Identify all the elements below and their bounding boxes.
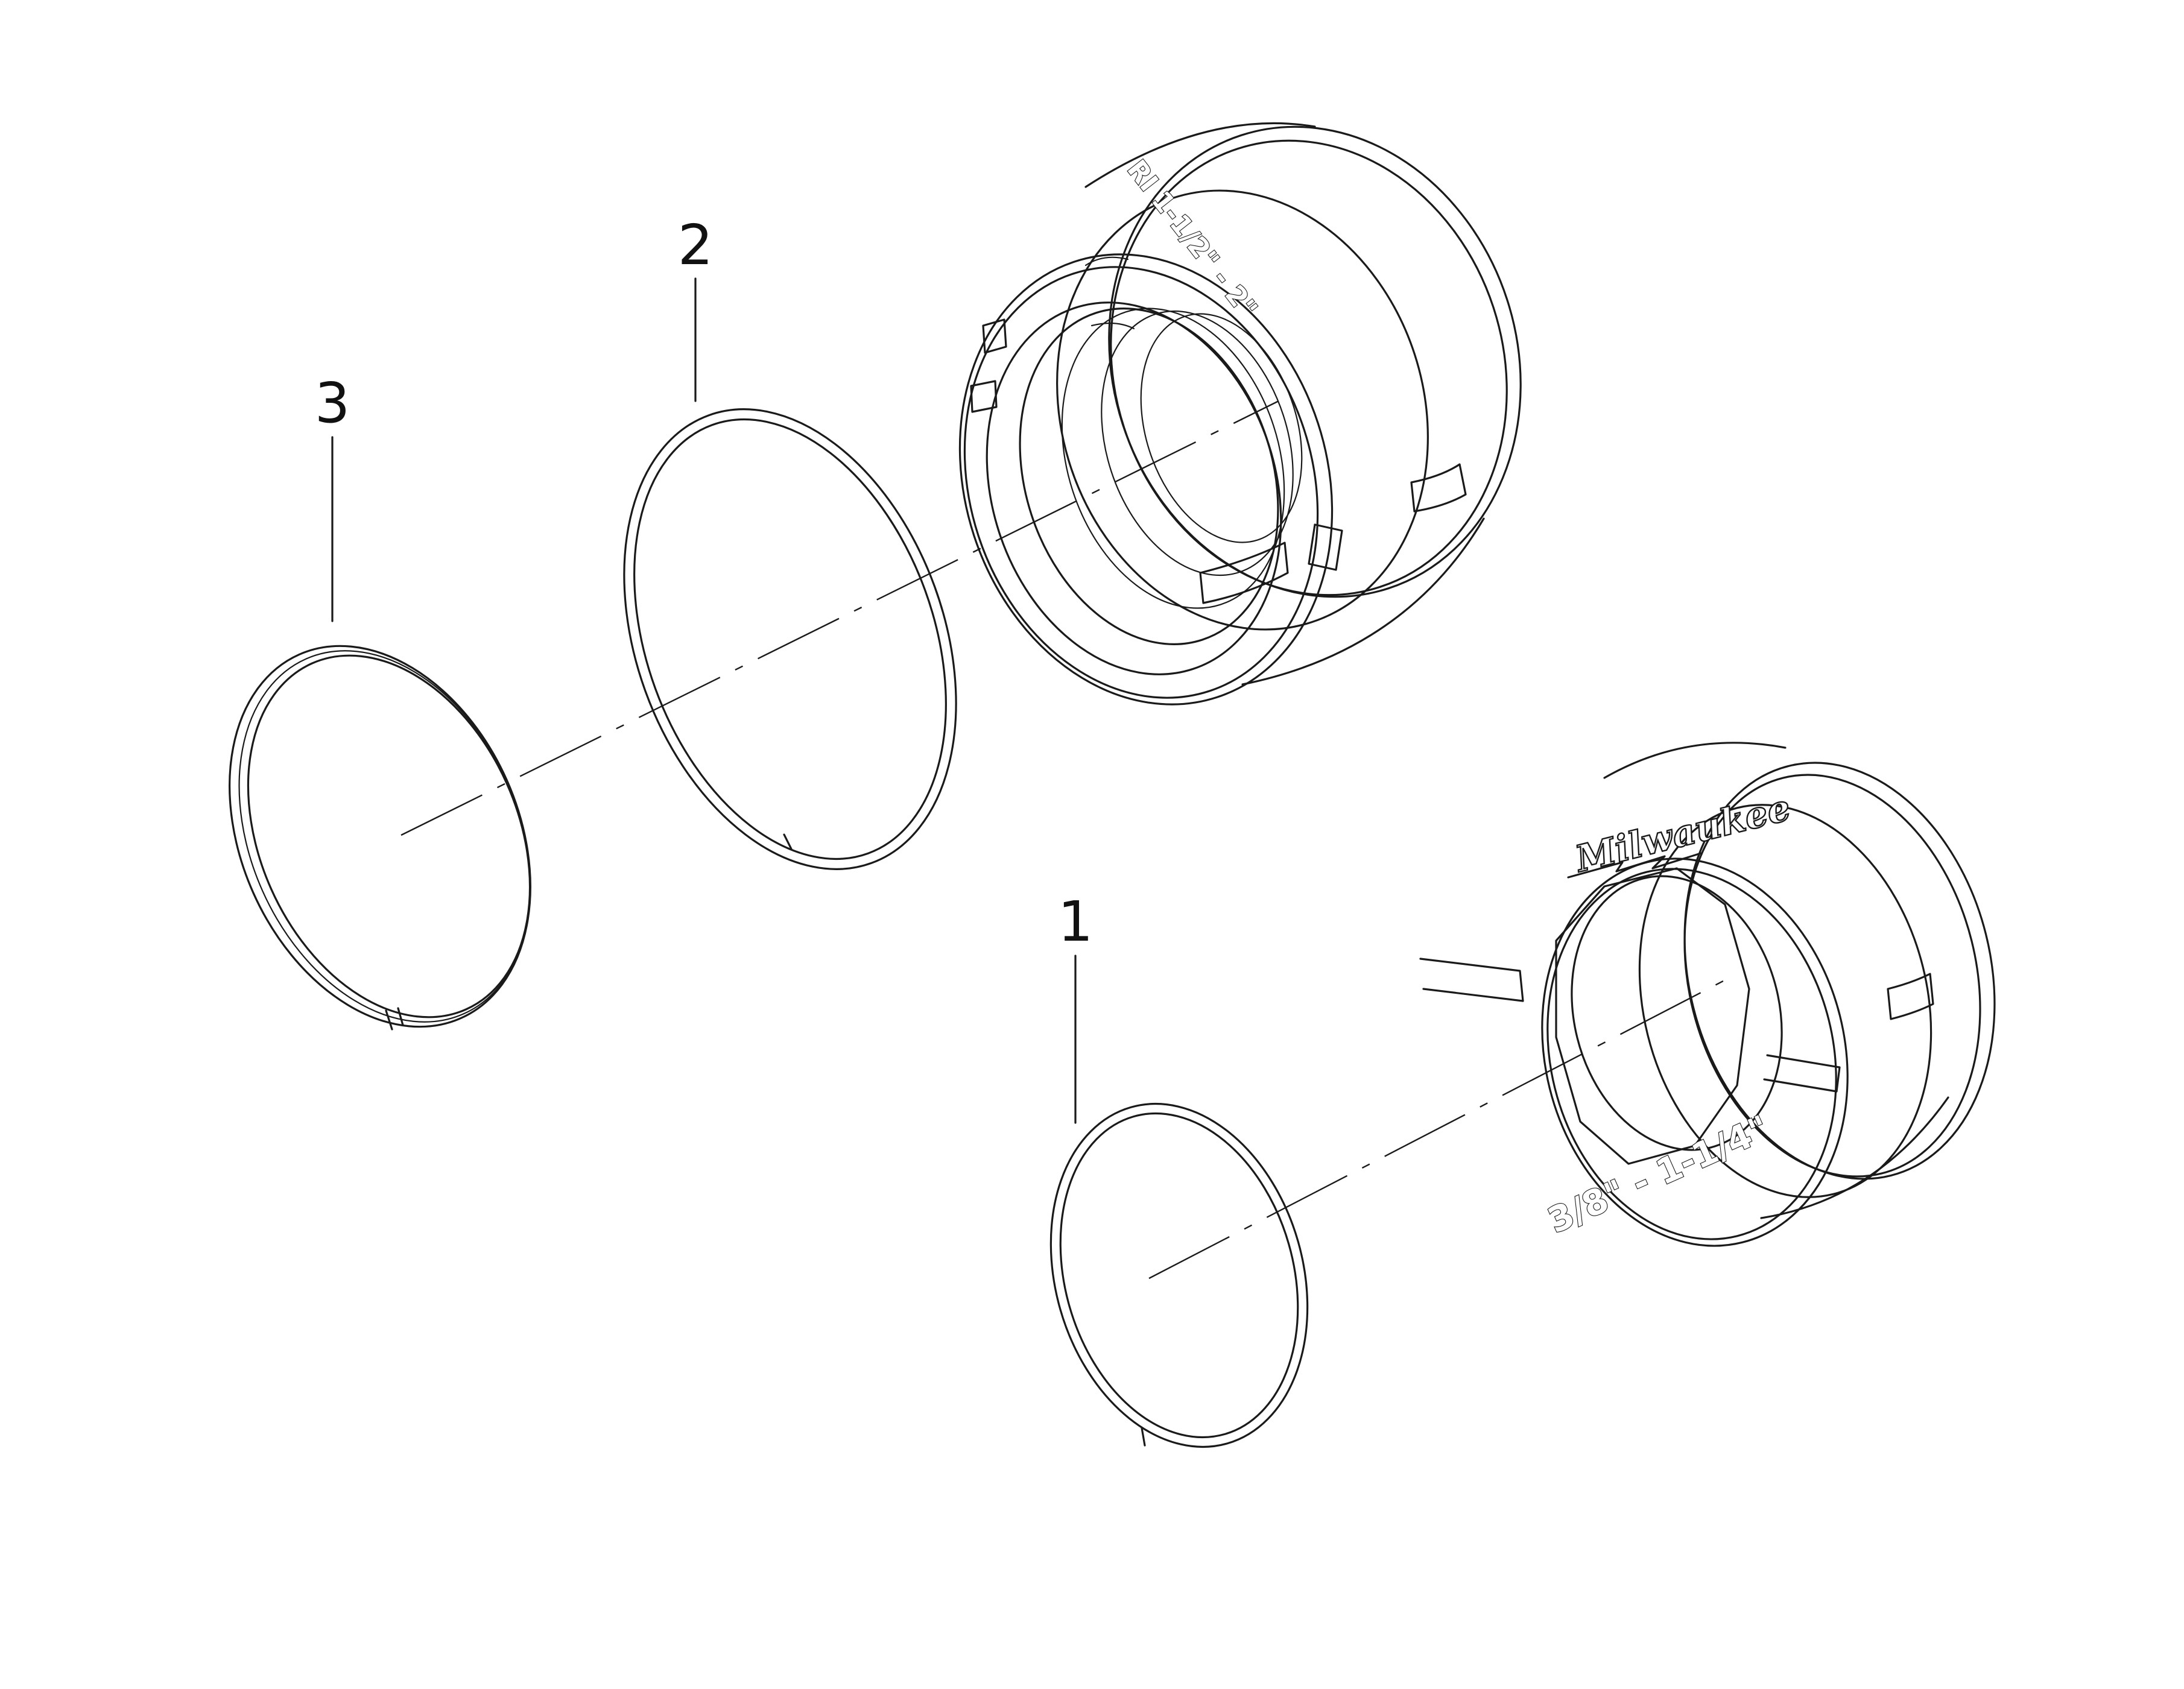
part-2-ring[interactable]: [564, 363, 1016, 916]
callout-3: 3: [315, 371, 350, 622]
lightning-bolt-icon: [1567, 852, 1702, 879]
lower-center-axis: [1148, 973, 1738, 1280]
callout-1: 1: [1058, 889, 1094, 1124]
part-3-retaining-ring[interactable]: [173, 598, 588, 1075]
callout-label-1: 1: [1058, 889, 1094, 954]
callout-label-2: 2: [678, 213, 714, 277]
upper-die[interactable]: RI 1-1/2" - 2": [903, 73, 1580, 753]
callout-2: 2: [678, 213, 714, 402]
upper-center-axis: [400, 400, 1279, 836]
upper-die-marking: RI 1-1/2" - 2": [1121, 154, 1263, 324]
part-1-ring[interactable]: [1012, 1073, 1346, 1478]
lower-die[interactable]: Milwaukee 3/8" - 1-1/4": [1419, 730, 2037, 1278]
callout-label-3: 3: [315, 371, 350, 435]
